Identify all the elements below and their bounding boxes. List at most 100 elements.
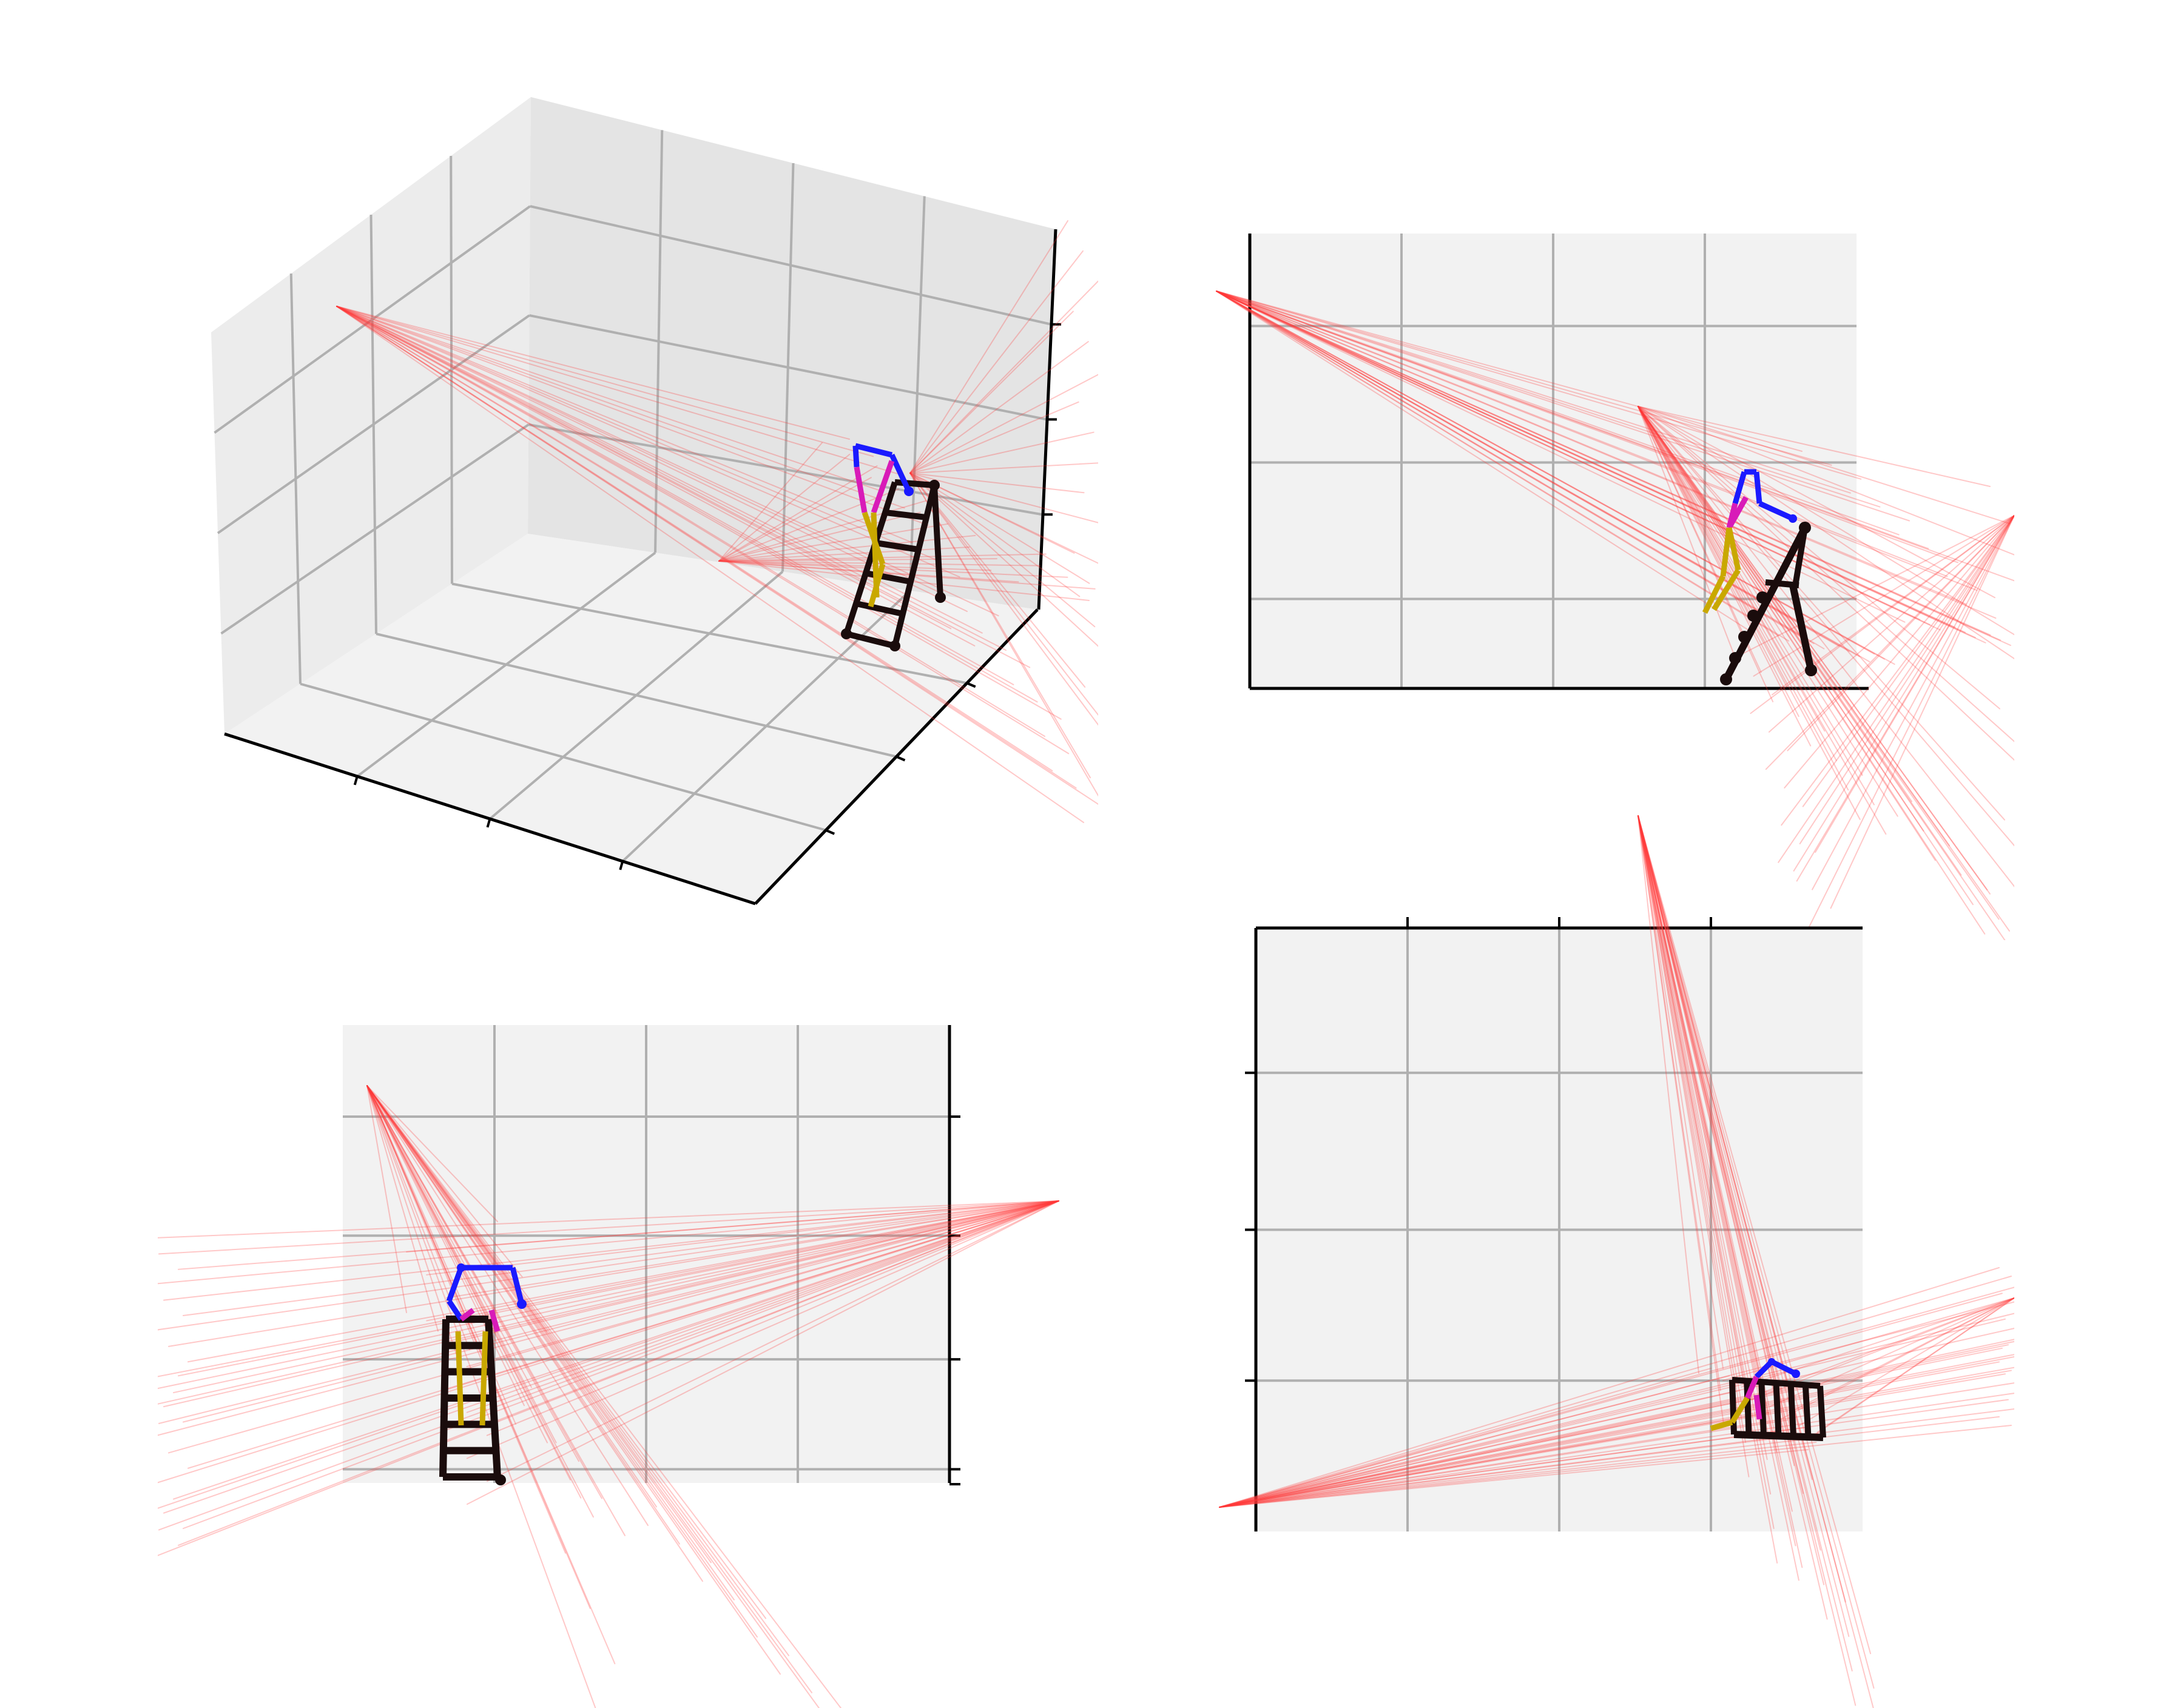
torso-limb: [1753, 1394, 1762, 1420]
leg-limb: [455, 1331, 464, 1426]
ladder-joint: [1738, 631, 1750, 643]
ray-cam2b-6: [446, 1200, 1059, 1390]
ray-cam3-10: [909, 472, 1098, 523]
head-limb: [1753, 471, 1762, 504]
ray-cam1-6: [336, 306, 913, 543]
ray-cam3-1: [909, 250, 1084, 474]
ladder-rung: [1802, 1385, 1812, 1437]
ray-cam1b-6: [1216, 291, 1900, 536]
ray-cam3-5: [909, 374, 1098, 474]
ray-cam2-3: [718, 477, 872, 562]
ray-cam1b-7: [1637, 815, 1795, 1467]
ray-cam3-0: [1722, 1297, 2014, 1381]
ray-cam1-4: [336, 306, 905, 509]
ray-cam1-7: [1216, 291, 1850, 652]
ray-cam2-7: [168, 1200, 1059, 1347]
ray-cam2b-5: [1637, 406, 2014, 660]
ray-cam2b-3: [426, 1200, 1059, 1322]
ladder-top: [1729, 1377, 1826, 1441]
torso-limb: [1727, 496, 1749, 530]
ray-cam1-17: [1637, 815, 1828, 1620]
ray-cam1-4: [1637, 815, 1746, 1443]
ladder-rung: [1787, 1384, 1796, 1437]
ray-cam2b-1: [1637, 406, 2010, 525]
leg-limb: [868, 563, 886, 608]
ray-cam2-21: [173, 1200, 1059, 1500]
ray-cam1b-6: [1637, 815, 1777, 1453]
ray-cam2b-9: [1219, 1434, 1798, 1508]
ladder-side: [1720, 522, 1817, 685]
ray-cam3-0: [1735, 515, 2014, 658]
head-limb: [446, 1266, 464, 1302]
pane-floor: [224, 534, 1037, 904]
ray-cam2-23: [1637, 406, 2006, 940]
ray-cam2-12: [1219, 1370, 2012, 1508]
ray-cam3-13: [1815, 515, 2014, 853]
ray-cam2b-2: [446, 1200, 1059, 1299]
ray-cam1-18: [366, 1085, 735, 1601]
ray-cam2-2: [718, 465, 878, 562]
ray-cam1b-0: [1637, 815, 1724, 1369]
ray-cam1-22: [1637, 815, 1857, 1706]
y-axis-tick: [825, 829, 835, 835]
ray-cam2b-6: [1637, 406, 2000, 710]
ray-cam2-1: [158, 1200, 1059, 1255]
axes-top: [1245, 917, 1863, 1531]
ray-cam2-2: [178, 1200, 1059, 1270]
ray-cam1-5: [1637, 815, 1768, 1461]
ray-cam3-3: [1750, 515, 2014, 714]
ray-cam1b-10: [1216, 291, 1978, 591]
head-limb: [889, 454, 912, 493]
ray-cam3-7: [909, 431, 1094, 474]
ray-cam1-10: [1637, 815, 1796, 1547]
ray-cam3-7: [1798, 1297, 2014, 1427]
ladder-joint: [1805, 664, 1817, 676]
leg-limb: [1702, 574, 1726, 614]
ray-cam1-14: [1637, 815, 1803, 1568]
ray-cam1-24: [336, 306, 1098, 805]
ray-cam3-13: [909, 472, 1098, 564]
ray-cam1-5: [1216, 291, 1840, 647]
ray-cam1-24: [366, 1085, 842, 1708]
ladder-rung: [855, 600, 904, 617]
ray-cam1-21: [336, 306, 1070, 755]
ray-cam1-18: [336, 306, 1038, 703]
ladder-foot: [841, 628, 852, 639]
ray-cam1-6: [1637, 815, 1750, 1478]
ray-cam2-4: [1219, 1301, 2014, 1508]
ray-cam1b-5: [1216, 291, 1911, 522]
ray-cam1-8: [366, 1085, 579, 1462]
ray-cam1-14: [366, 1085, 649, 1526]
ray-cam1-21: [1216, 291, 2002, 641]
ray-cam2-15: [1637, 406, 1924, 832]
ray-cam2-16: [183, 1200, 1059, 1423]
ray-cam1-23: [366, 1085, 812, 1693]
ray-cam1b-3: [1216, 291, 1851, 494]
ray-cam2-19: [187, 1200, 1059, 1469]
ray-cam3-6: [1765, 515, 2014, 770]
ray-cam2-7: [1219, 1328, 2014, 1508]
head-joint: [457, 1263, 465, 1272]
ray-cam2-11: [1219, 1361, 2000, 1508]
ray-cam1-16: [366, 1085, 712, 1564]
ray-cam2-18: [1637, 406, 1962, 876]
ray-cam1-20: [366, 1085, 758, 1638]
ray-cam1-3: [1216, 291, 1790, 642]
ray-cam2-15: [1219, 1356, 2014, 1508]
ray-cam2b-10: [1637, 406, 2014, 847]
ray-cam1b-3: [1637, 815, 1750, 1411]
ray-cam1-9: [1637, 815, 1775, 1529]
head-limb: [1758, 500, 1794, 522]
ray-cam3-15: [909, 472, 1096, 628]
head-limb: [854, 443, 893, 458]
torso-limb: [871, 460, 895, 514]
camera-rays-front: [158, 1085, 1059, 1708]
ray-cam1-23: [336, 306, 1077, 789]
leg-limb: [1720, 527, 1732, 577]
ray-cam1-2: [1216, 291, 1804, 639]
ray-cam2b-9: [1637, 406, 2005, 821]
panel-front-view: [158, 1025, 1059, 1708]
ray-cam3-10: [1799, 515, 2014, 845]
ladder-rung: [875, 540, 919, 553]
